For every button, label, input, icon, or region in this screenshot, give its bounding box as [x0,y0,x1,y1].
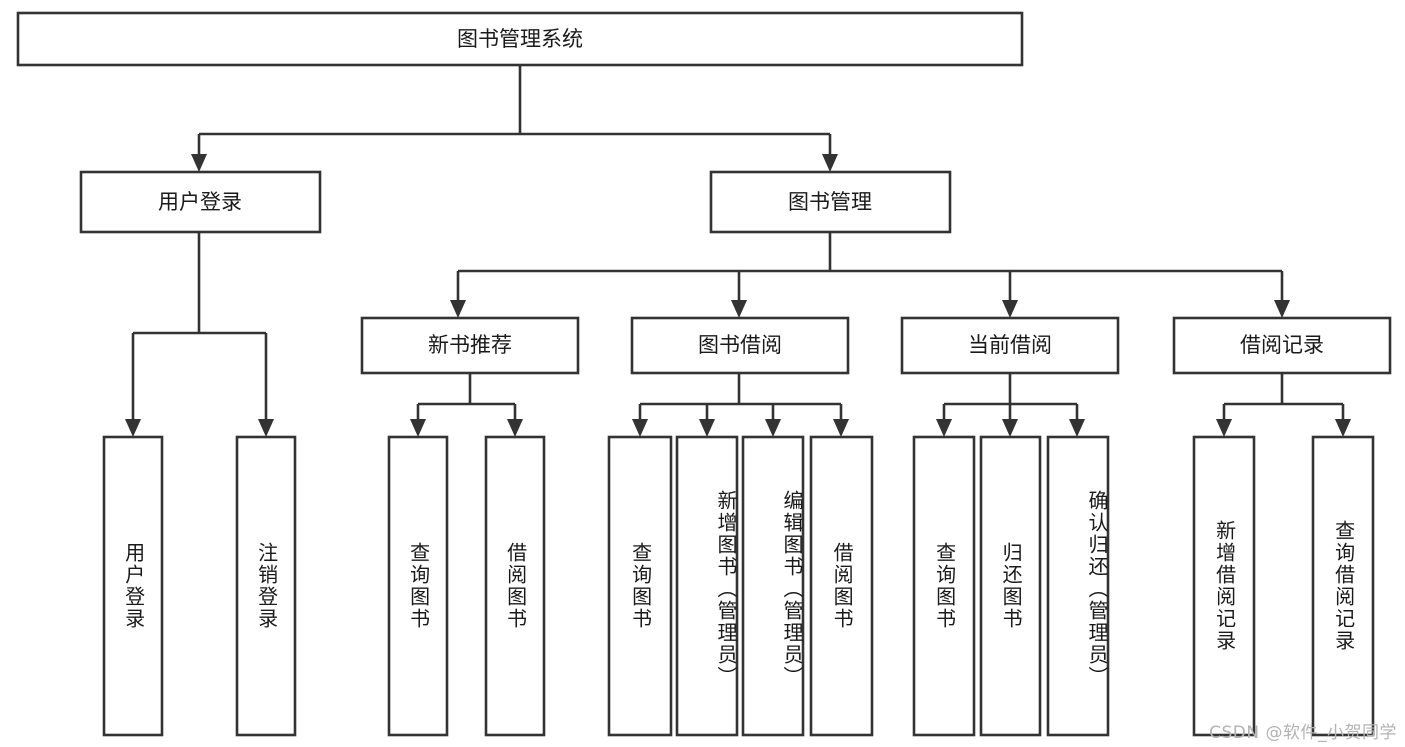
arrow-to-borrow-record [1274,300,1290,318]
node-leaf-edit-book[interactable] [741,435,805,737]
connector-group [125,65,1351,437]
arrow-to-new-book-recommend [450,300,466,318]
node-borrow-record-label: 借阅记录 [1240,333,1324,357]
node-leaf-user-login[interactable] [102,435,164,737]
node-leaf-add-record[interactable] [1192,435,1256,737]
arrow-to-leaf-borrow-book-1 [507,419,523,437]
arrow-to-leaf-add-book [699,419,715,437]
node-user-login-label: 用户登录 [158,190,242,214]
arrow-to-leaf-confirm-return [1069,419,1085,437]
arrow-to-book-borrow [731,300,747,318]
node-book-borrow[interactable]: 图书借阅 [630,316,850,375]
arrow-to-book-management [822,154,838,172]
arrow-to-leaf-query-book-2 [632,419,648,437]
arrow-to-leaf-edit-book [765,419,781,437]
arrow-to-leaf-borrow-book-2 [833,419,849,437]
node-new-book-recommend[interactable]: 新书推荐 [360,316,580,375]
node-leaf-user-logout[interactable] [235,435,297,737]
node-borrow-record[interactable]: 借阅记录 [1172,316,1392,375]
node-leaf-query-record[interactable] [1311,435,1375,737]
arrow-to-leaf-return-book [1002,419,1018,437]
node-leaf-confirm-return[interactable] [1046,435,1110,737]
node-leaf-borrow-book-2[interactable] [809,435,874,737]
node-root[interactable]: 图书管理系统 [16,11,1024,67]
arrow-to-leaf-query-book-3 [936,419,952,437]
node-new-book-recommend-label: 新书推荐 [428,333,512,357]
node-leaf-query-book-3[interactable] [912,435,976,737]
node-leaf-add-book[interactable] [675,435,739,737]
node-root-label: 图书管理系统 [457,27,583,51]
node-leaf-return-book[interactable] [979,435,1042,737]
arrow-to-leaf-query-book-1 [410,419,426,437]
node-leaf-query-book-1[interactable] [387,435,449,737]
node-leaf-borrow-book-1[interactable] [484,435,546,737]
node-current-borrow[interactable]: 当前借阅 [900,316,1120,375]
arrow-to-leaf-query-record [1335,419,1351,437]
arrow-to-user-login [191,154,207,172]
node-book-management[interactable]: 图书管理 [709,170,952,234]
node-book-management-label: 图书管理 [788,190,872,214]
node-user-login[interactable]: 用户登录 [79,170,322,234]
arrow-to-leaf-add-record [1216,419,1232,437]
watermark-text: CSDN @软件_小贺同学 [1209,723,1397,743]
arrow-to-leaf-user-login [125,419,141,437]
node-current-borrow-label: 当前借阅 [968,333,1052,357]
arrow-to-leaf-user-logout [258,419,274,437]
node-leaf-query-book-2[interactable] [607,435,673,737]
node-book-borrow-label: 图书借阅 [698,333,782,357]
arrow-to-current-borrow [1002,300,1018,318]
